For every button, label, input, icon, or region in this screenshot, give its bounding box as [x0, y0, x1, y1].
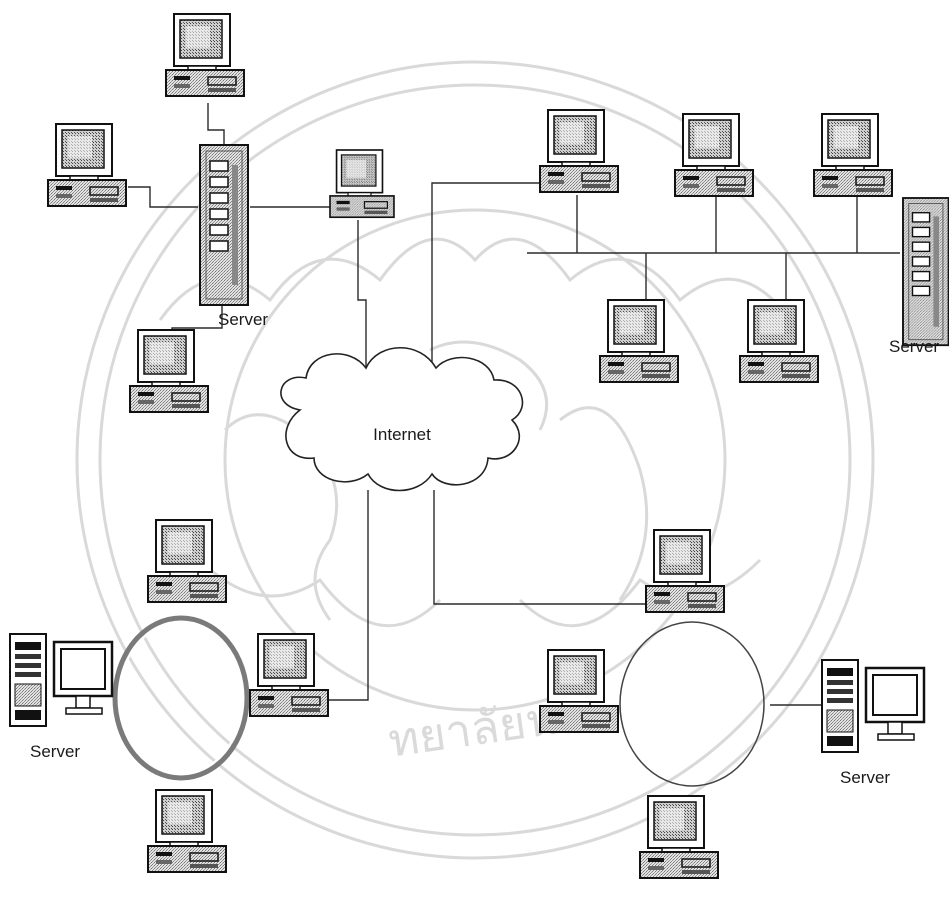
pc-top-right-4[interactable] [600, 300, 678, 382]
server-top-right-icon[interactable] [903, 198, 949, 345]
pc-top-left-west[interactable] [48, 124, 126, 206]
pc-ring-right-bottom[interactable] [640, 796, 718, 878]
server-bottom-left-icon[interactable] [10, 634, 112, 726]
pc-ring-left-bottom[interactable] [148, 790, 226, 872]
internet-cloud: Internet [281, 348, 523, 491]
pc-top-left-top[interactable] [166, 14, 244, 96]
pc-top-right-5[interactable] [740, 300, 818, 382]
pc-ring-left-east[interactable] [250, 634, 328, 716]
ring-network-left-inner [119, 622, 243, 774]
pc-ring-right-west[interactable] [540, 650, 618, 732]
server-bottom-right-icon[interactable] [822, 660, 924, 752]
pc-top-left-south[interactable] [130, 330, 208, 412]
server-label-bottom-left: Server [30, 742, 80, 761]
pc-top-right-2[interactable] [675, 114, 753, 196]
server-label-top-right: Server [889, 337, 939, 356]
pc-ring-left-top[interactable] [148, 520, 226, 602]
pc-top-right-1[interactable] [540, 110, 618, 192]
server-top-left-icon[interactable] [200, 145, 248, 305]
pc-top-left-gateway[interactable] [330, 150, 394, 217]
server-label-top-left: Server [218, 310, 268, 329]
server-label-bottom-right: Server [840, 768, 890, 787]
internet-label: Internet [373, 425, 431, 444]
ring-network-left [115, 618, 247, 778]
pc-top-right-3[interactable] [814, 114, 892, 196]
